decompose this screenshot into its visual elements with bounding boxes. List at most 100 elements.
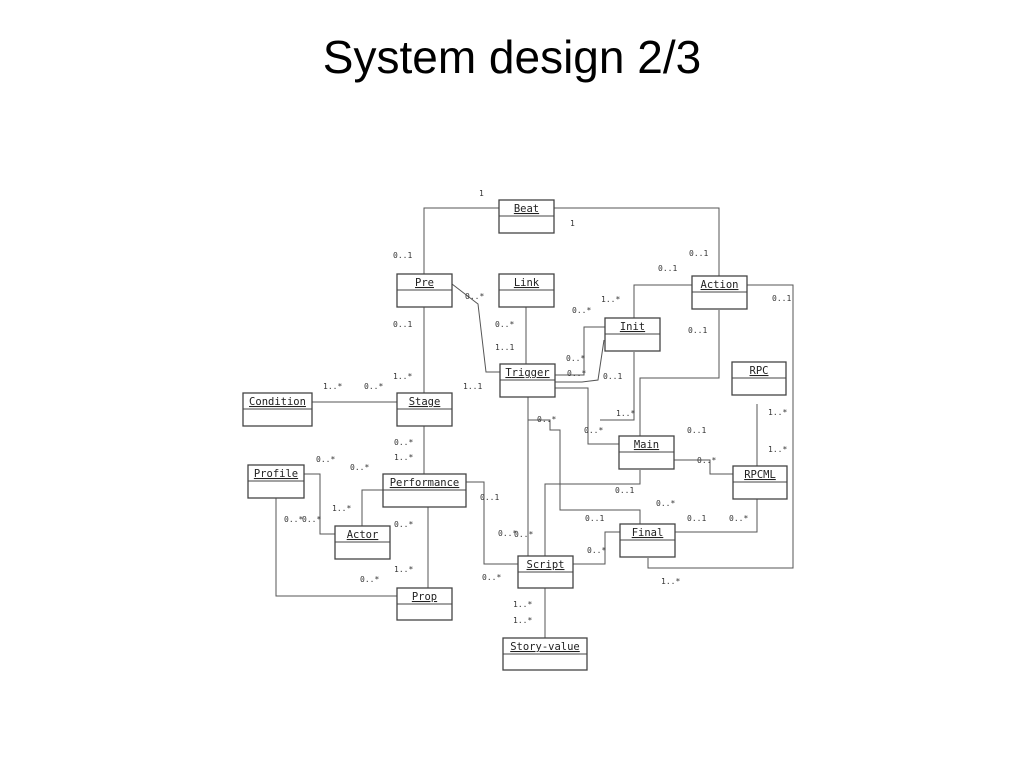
edge-profile-prop — [275, 498, 397, 597]
edge-performance-actor — [361, 489, 383, 526]
class-action-label: Action — [701, 279, 739, 291]
edge-beat-action — [554, 207, 720, 276]
mult-stage-trigger: 1..1 — [463, 382, 482, 391]
class-profile[interactable]: Profile — [247, 464, 305, 499]
mult-init-action: 1..* — [601, 295, 620, 304]
mult-prop-perf: 1..* — [394, 565, 413, 574]
class-trigger-label: Trigger — [505, 367, 549, 379]
class-beat[interactable]: Beat — [498, 199, 555, 234]
class-script-label: Script — [527, 559, 565, 571]
mult-story-script-a: 1..* — [513, 600, 532, 609]
class-final-label: Final — [632, 527, 664, 539]
mult-trigger-init-a: 0..* — [566, 354, 585, 363]
edge-performance-script — [466, 481, 518, 565]
class-init-label: Init — [620, 321, 645, 333]
edge-action-final — [647, 284, 794, 569]
mult-stage-perf: 0..* — [394, 438, 413, 447]
edge-trigger-main — [555, 387, 619, 445]
mult-script-final: 0..* — [587, 546, 606, 555]
mult-final-rpcml: 0..1 — [687, 514, 706, 523]
mult-pre-beat: 0..1 — [393, 251, 412, 260]
mult-script-trigger: 0..* — [498, 529, 517, 538]
edge-init-main — [600, 352, 635, 421]
class-actor[interactable]: Actor — [334, 525, 391, 560]
class-trigger[interactable]: Trigger — [499, 363, 556, 398]
class-link[interactable]: Link — [498, 273, 555, 308]
class-prop[interactable]: Prop — [396, 587, 453, 621]
mult-script-main: 0..* — [514, 530, 533, 539]
mult-beat-pre: 1 — [479, 189, 484, 198]
class-story-value[interactable]: Story-value — [502, 637, 588, 671]
class-beat-label: Beat — [514, 203, 539, 215]
mult-main-final: 0..1 — [615, 486, 634, 495]
edge-main-rpcml — [674, 459, 733, 475]
class-actor-label: Actor — [347, 529, 379, 541]
mult-actor-perf: 1..* — [332, 504, 351, 513]
mult-main-init: 1..* — [616, 409, 635, 418]
class-final[interactable]: Final — [619, 523, 676, 558]
mult-pre-trigger: 0..* — [465, 292, 484, 301]
mult-perf-actor: 0..* — [350, 463, 369, 472]
class-performance[interactable]: Performance — [382, 473, 467, 508]
mult-beat-action: 1 — [570, 219, 575, 228]
class-rpc-label: RPC — [750, 365, 769, 377]
class-prop-label: Prop — [412, 591, 437, 603]
edge-trigger-init-b — [555, 339, 605, 383]
edge-profile-actor — [304, 473, 335, 535]
mult-story-script-b: 1..* — [513, 616, 532, 625]
class-condition[interactable]: Condition — [242, 392, 313, 427]
class-rpc[interactable]: RPC — [731, 361, 787, 396]
multiplicity-labels: 1 1 0..1 0..1 0..1 0..* 0..1 1..* 0..* 0… — [284, 189, 791, 625]
class-main[interactable]: Main — [618, 435, 675, 470]
mult-profile-actor-2: 0..* — [284, 515, 303, 524]
class-main-label: Main — [634, 439, 659, 451]
class-pre-label: Pre — [415, 277, 434, 289]
mult-final-script: 0..1 — [585, 514, 604, 523]
mult-profile-actor: 0..* — [316, 455, 335, 464]
edge-action-main — [639, 310, 720, 436]
edge-final-rpcml — [674, 499, 758, 533]
class-action[interactable]: Action — [691, 275, 748, 310]
class-link-label: Link — [514, 277, 540, 289]
mult-script-stage: 0..* — [482, 573, 501, 582]
class-script[interactable]: Script — [517, 555, 574, 589]
mult-perf-stage: 1..* — [394, 453, 413, 462]
mult-trigger-init-b: 0..* — [567, 369, 586, 378]
mult-main-rpcml: 0..* — [697, 456, 716, 465]
mult-link-trigger-2: 1..1 — [495, 343, 514, 352]
mult-main-trigger: 0..* — [584, 426, 603, 435]
class-stage-label: Stage — [409, 396, 441, 408]
mult-action-final: 1..* — [661, 577, 680, 586]
class-rpcml-label: RPCML — [744, 469, 776, 481]
mult-action-right: 0..1 — [772, 294, 791, 303]
mult-action-main: 0..1 — [688, 326, 707, 335]
mult-trigger-main: 0..1 — [603, 372, 622, 381]
class-init[interactable]: Init — [604, 317, 661, 352]
mult-action-beat-b: 0..1 — [658, 264, 677, 273]
edge-trigger-script — [527, 397, 641, 524]
mult-stage-pre: 1..* — [393, 372, 412, 381]
class-profile-label: Profile — [254, 468, 298, 480]
mult-main-action: 0..1 — [687, 426, 706, 435]
association-lines — [275, 207, 794, 638]
mult-perf-script: 0..1 — [480, 493, 499, 502]
mult-pre-stage: 0..1 — [393, 320, 412, 329]
class-rpcml[interactable]: RPCML — [732, 465, 788, 500]
mult-action-beat-a: 0..1 — [689, 249, 708, 258]
edge-pre-trigger — [451, 283, 500, 373]
slide-title: System design 2/3 — [322, 31, 702, 83]
class-pre[interactable]: Pre — [396, 273, 453, 308]
mult-condition-stage: 1..* — [323, 382, 342, 391]
mult-rpc-rpcml: 1..* — [768, 408, 787, 417]
edge-final-script — [572, 531, 620, 565]
edge-action-init — [633, 284, 692, 318]
edge-main-script — [544, 470, 641, 556]
mult-perf-prop: 0..* — [394, 520, 413, 529]
mult-final-main: 0..* — [656, 499, 675, 508]
mult-rpcml-rpc: 1..* — [768, 445, 787, 454]
mult-prop-profile: 0..* — [360, 575, 379, 584]
mult-stage-condition: 0..* — [364, 382, 383, 391]
mult-trigger-script: 0..* — [537, 415, 556, 424]
class-stage[interactable]: Stage — [396, 392, 453, 427]
